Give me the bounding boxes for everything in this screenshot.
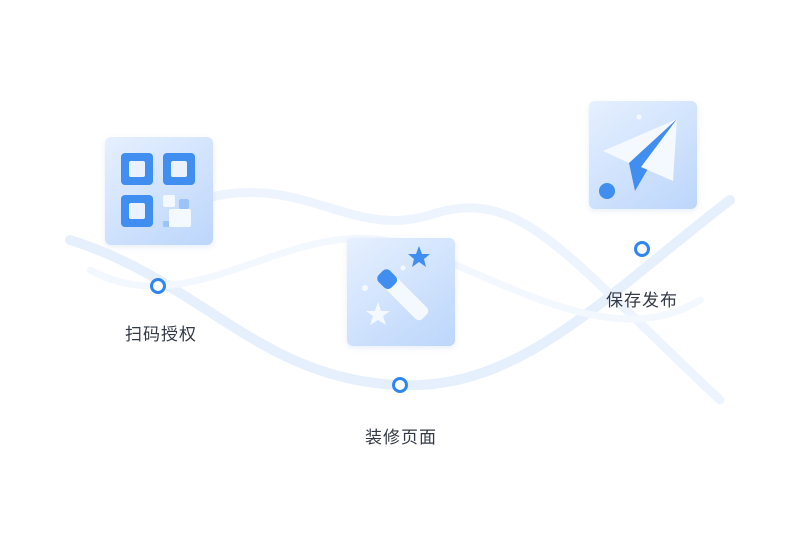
step-1-node — [150, 278, 166, 294]
step-1-tile — [105, 137, 213, 245]
step-3-node — [634, 241, 650, 257]
paper-plane-icon — [599, 114, 677, 199]
step-3-tile — [589, 101, 697, 209]
step-1-label: 扫码授权 — [125, 325, 197, 345]
magic-wand-icon — [362, 246, 430, 325]
step-2-label: 装修页面 — [365, 428, 437, 448]
step-3-label: 保存发布 — [606, 291, 678, 311]
wave-secondary — [195, 187, 725, 405]
step-2-tile — [347, 238, 455, 346]
step-2-node — [392, 377, 408, 393]
qr-code-icon — [121, 153, 195, 227]
